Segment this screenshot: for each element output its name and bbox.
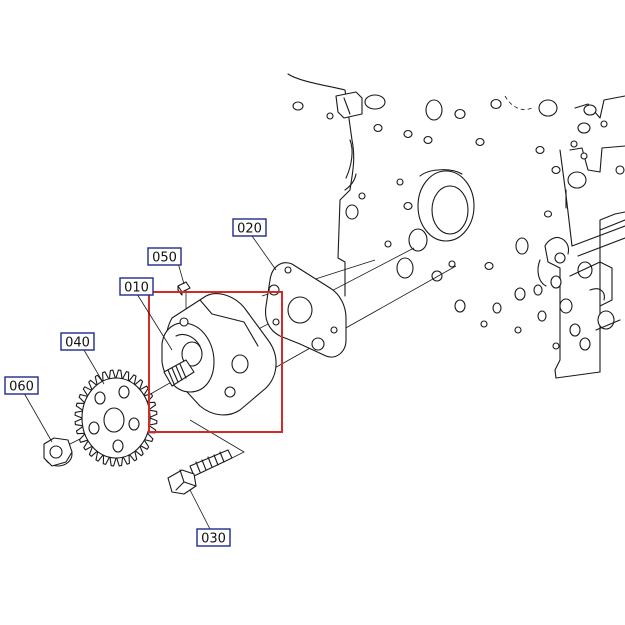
callout-060-label: 060 [9, 380, 34, 395]
hex-bolt [167, 449, 233, 495]
callout-050-label: 050 [152, 251, 177, 266]
oil-pump-gasket [264, 262, 347, 358]
callout-030[interactable]: 030 [196, 528, 231, 547]
callout-040[interactable]: 040 [60, 332, 95, 351]
oil-pump-gear [74, 369, 158, 467]
callout-010-label: 010 [124, 281, 149, 296]
callout-040-label: 040 [65, 336, 90, 351]
callout-020[interactable]: 020 [232, 218, 267, 237]
callout-010[interactable]: 010 [119, 277, 154, 296]
oil-pump-assembly [161, 293, 277, 416]
callout-060[interactable]: 060 [4, 376, 39, 395]
flange-nut [43, 437, 73, 467]
selection-highlight-box [148, 291, 283, 433]
engine-block [287, 73, 625, 379]
callout-020-label: 020 [237, 222, 262, 237]
callout-050[interactable]: 050 [147, 247, 182, 266]
callout-030-label: 030 [201, 532, 226, 547]
leader-lines [23, 235, 277, 530]
